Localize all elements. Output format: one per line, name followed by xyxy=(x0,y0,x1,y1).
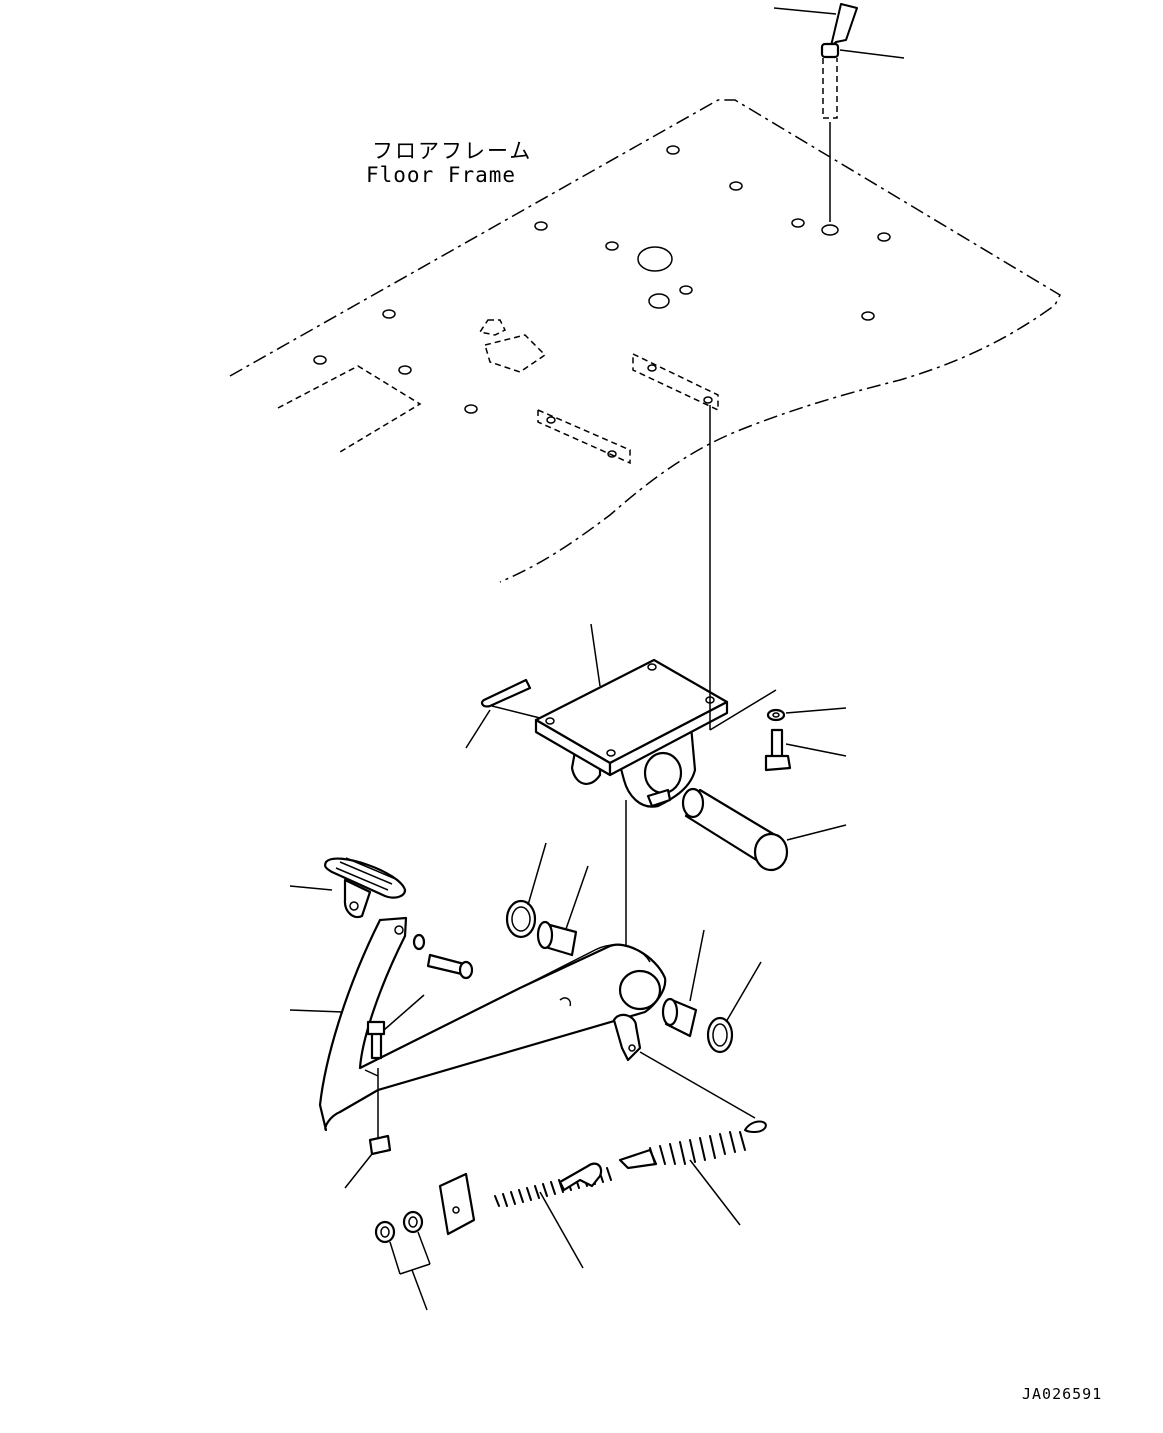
drawing-code: JA026591 xyxy=(1022,1385,1102,1403)
adjust-nut xyxy=(344,1134,392,1189)
bracket-bolt xyxy=(764,728,847,772)
washer xyxy=(766,707,847,722)
stop-rod xyxy=(494,1162,612,1269)
stopper-rod xyxy=(773,3,905,222)
floor-frame-label-en: Floor Frame xyxy=(366,163,516,187)
pivot-pin xyxy=(681,787,847,872)
seal-right xyxy=(706,961,762,1054)
seal-left xyxy=(505,842,547,939)
bushing-right xyxy=(661,929,705,1038)
cotter-pin xyxy=(465,678,541,749)
floor-frame xyxy=(229,99,1061,583)
adjust-bolt xyxy=(366,994,425,1140)
pedal-lever xyxy=(289,916,667,1132)
lever-bolt xyxy=(426,953,474,980)
bushing-left xyxy=(536,865,589,957)
pedal-pad xyxy=(289,857,407,919)
pedal-bracket xyxy=(534,623,729,808)
spring-hook xyxy=(612,1013,642,1062)
floor-frame-label-jp: フロアフレーム xyxy=(372,139,532,163)
floor-frame-label: フロアフレーム Floor Frame xyxy=(366,139,532,187)
lever-washer xyxy=(412,933,426,951)
stop-plate xyxy=(438,1172,476,1236)
lock-nuts xyxy=(374,1210,431,1311)
return-spring xyxy=(618,1051,767,1226)
